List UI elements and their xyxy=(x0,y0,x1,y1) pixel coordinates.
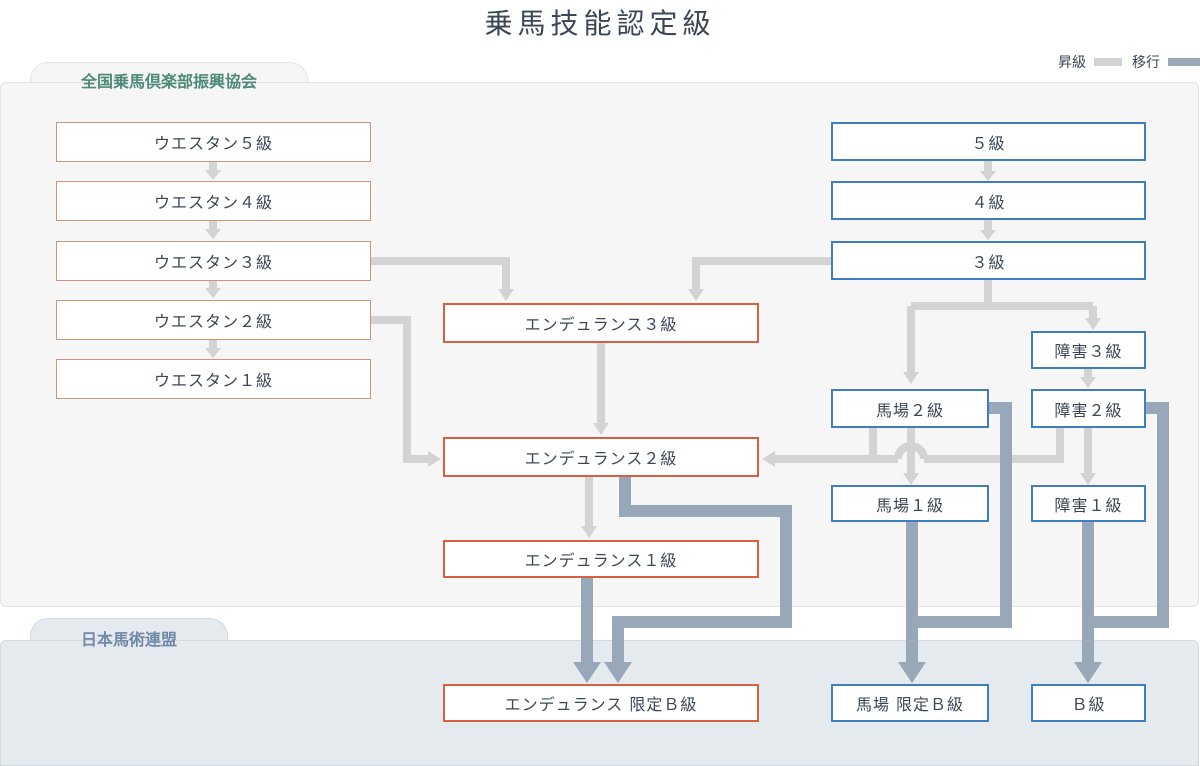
arrowhead-db xyxy=(898,662,926,683)
arrowhead-e3-left xyxy=(498,289,514,301)
arrowhead-e2-right xyxy=(762,451,775,467)
arrowhead-l3 xyxy=(980,230,996,240)
arrowhead-e1 xyxy=(581,526,597,538)
arrowhead-j1 xyxy=(1080,473,1096,485)
legend-promotion-label: 昇級 xyxy=(1058,55,1086,71)
level-box-western-3: ウエスタン３級 xyxy=(56,241,371,281)
level-box-dressage-1: 馬場１級 xyxy=(831,485,989,522)
arrowhead-eb-left xyxy=(573,662,601,683)
level-box-dressage-limited-b: 馬場 限定Ｂ級 xyxy=(831,684,989,722)
level-box-western-1: ウエスタン１級 xyxy=(56,359,371,399)
legend: 昇級 移行 xyxy=(1058,52,1200,72)
level-box-jumping-3: 障害３級 xyxy=(1031,331,1146,369)
arrowhead-eb-right xyxy=(604,662,632,683)
legend-transition-swatch xyxy=(1168,58,1200,66)
page-title: 乗馬技能認定級 xyxy=(484,7,716,40)
level-box-b-class: Ｂ級 xyxy=(1031,684,1146,722)
level-box-riding-3: ３級 xyxy=(831,241,1146,280)
level-box-western-5: ウエスタン５級 xyxy=(56,122,371,162)
arrowhead-j2 xyxy=(1080,377,1096,388)
arrowhead-d1 xyxy=(903,473,919,485)
legend-promotion-swatch xyxy=(1094,58,1122,66)
promo-l3-e3 xyxy=(692,257,831,291)
level-box-riding-5: ５級 xyxy=(831,122,1146,161)
level-box-western-4: ウエスタン４級 xyxy=(56,181,371,221)
section-label-upper: 全国乗馬倶楽部振興協会 xyxy=(80,72,257,91)
level-box-dressage-2: 馬場２級 xyxy=(831,389,989,428)
transition-j2-b xyxy=(1088,402,1169,628)
level-box-endurance-3: エンデュランス３級 xyxy=(443,303,759,343)
level-box-endurance-2: エンデュランス２級 xyxy=(443,437,759,477)
arrowhead-e3-right xyxy=(688,289,704,301)
level-box-western-2: ウエスタン２級 xyxy=(56,300,371,340)
level-box-endurance-limited-b: エンデュランス 限定Ｂ級 xyxy=(443,684,759,722)
level-box-jumping-1: 障害１級 xyxy=(1031,485,1146,522)
transition-e2-eb xyxy=(612,477,792,664)
promo-to-e2-main xyxy=(775,428,1064,463)
promo-w3-e3 xyxy=(371,257,510,291)
legend-transition-label: 移行 xyxy=(1132,55,1160,71)
section-label-lower: 日本馬術連盟 xyxy=(80,630,177,649)
arrowhead-j3 xyxy=(1085,318,1101,330)
promo-w2-e2 xyxy=(371,316,429,463)
arrowhead-w4 xyxy=(205,170,221,180)
arrowhead-w3 xyxy=(205,229,221,239)
arrowhead-d2 xyxy=(903,372,919,384)
arrowhead-e2-left xyxy=(428,451,441,467)
promo-hop xyxy=(894,442,928,460)
level-box-jumping-2: 障害２級 xyxy=(1031,389,1146,428)
arrowhead-b xyxy=(1074,662,1102,683)
arrowhead-l4 xyxy=(980,171,996,181)
promo-l3-split xyxy=(911,280,1093,310)
level-box-riding-4: ４級 xyxy=(831,181,1146,220)
arrowhead-w2 xyxy=(205,288,221,298)
arrowhead-e2-top xyxy=(593,423,609,435)
transition-d2-db xyxy=(912,402,1012,628)
level-box-endurance-1: エンデュランス１級 xyxy=(443,540,759,578)
arrowhead-w1 xyxy=(205,348,221,358)
